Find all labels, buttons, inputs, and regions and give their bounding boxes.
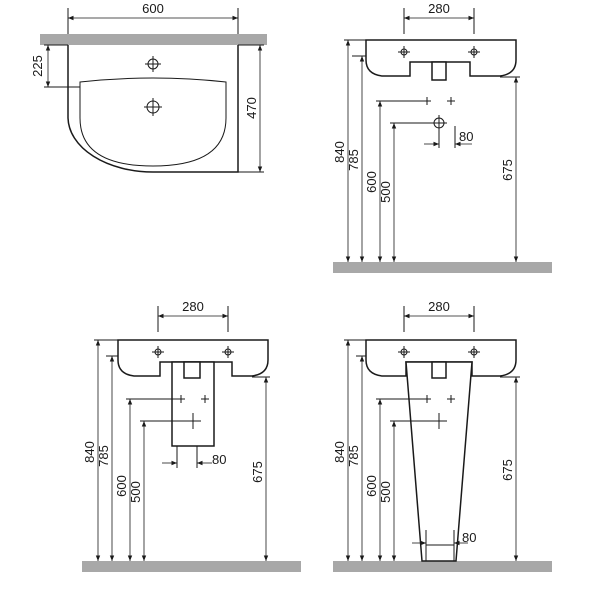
floor-strip (333, 561, 552, 572)
dimension-label: 280 (428, 299, 450, 314)
tap-hole-icon (398, 46, 410, 58)
tap-hole-icon (152, 346, 164, 358)
tap-hole-icon (468, 46, 480, 58)
supply-point-icon (447, 395, 455, 403)
supply-point-icon (423, 97, 431, 105)
supply-point-icon (201, 395, 209, 403)
dimension-label: 785 (96, 445, 111, 467)
dimension-label: 470 (244, 97, 259, 119)
dimension-label: 675 (500, 159, 515, 181)
waste-point-icon (431, 115, 447, 131)
dimension-label: 840 (332, 441, 347, 463)
dimension-label: 675 (500, 459, 515, 481)
supply-point-icon (177, 395, 185, 403)
full-pedestal-view: 280 80 840 785 600 (332, 299, 552, 572)
tap-hole-icon (145, 56, 161, 72)
dimension-label: 280 (428, 1, 450, 16)
dimension-label: 80 (462, 530, 476, 545)
full-pedestal-shape (405, 361, 473, 562)
wall-strip (40, 34, 267, 45)
dimension-label: 80 (459, 129, 473, 144)
dimension-label: 840 (332, 141, 347, 163)
dimension-label: 600 (364, 475, 379, 497)
dimension-label: 675 (250, 461, 265, 483)
dimension-label: 600 (364, 171, 379, 193)
dimension-label: 785 (346, 445, 361, 467)
wall-hung-view: 280 80 840 785 600 (332, 1, 552, 273)
dimension-label: 500 (378, 481, 393, 503)
tap-hole-icon (468, 346, 480, 358)
drain-icon (144, 98, 162, 116)
top-view: 600 225 470 (30, 1, 267, 173)
basin-front (117, 339, 269, 377)
dimension-label: 500 (378, 181, 393, 203)
dimension-label: 785 (346, 149, 361, 171)
dimension-label: 80 (212, 452, 226, 467)
trap-outlet (183, 361, 201, 379)
waste-point-icon (185, 413, 201, 429)
dimension-label: 500 (128, 481, 143, 503)
half-pedestal-view: 280 80 840 785 600 5 (82, 299, 301, 572)
waste-point-icon (431, 413, 447, 429)
supply-point-icon (447, 97, 455, 105)
trap-outlet (431, 61, 447, 81)
dimension-label: 280 (182, 299, 204, 314)
supply-point-icon (423, 395, 431, 403)
tap-hole-icon (222, 346, 234, 358)
floor-strip (82, 561, 301, 572)
dimension-label: 600 (114, 475, 129, 497)
pedestal-foot (425, 544, 455, 562)
dimension-label: 840 (82, 441, 97, 463)
floor-strip (333, 262, 552, 273)
dimension-label: 600 (142, 1, 164, 16)
tap-hole-icon (398, 346, 410, 358)
trap-outlet (431, 361, 447, 379)
dimension-label: 225 (30, 55, 45, 77)
bowl-outline (79, 77, 227, 167)
